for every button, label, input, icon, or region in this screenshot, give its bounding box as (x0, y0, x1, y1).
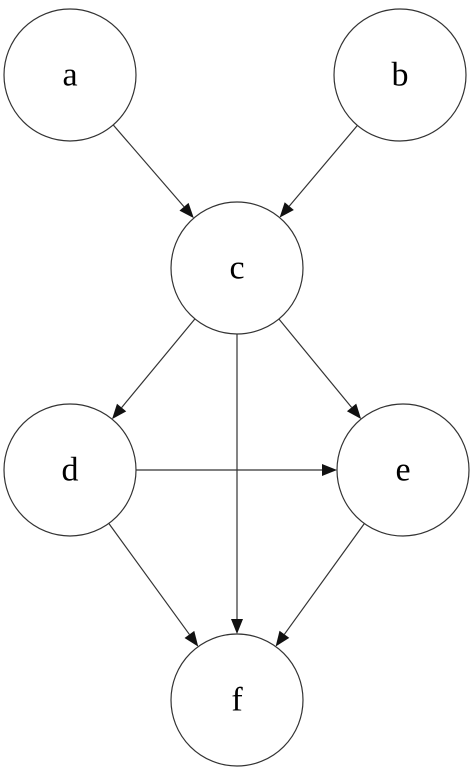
edge-c-e (278, 318, 362, 420)
edge-line (288, 125, 358, 207)
node-circle (336, 403, 470, 537)
arrowhead-icon (231, 619, 243, 634)
edge-line (283, 523, 365, 635)
arrowhead-icon (179, 202, 194, 219)
node-a: a (3, 8, 137, 142)
node-circle (333, 8, 467, 142)
arrowhead-icon (112, 403, 127, 420)
arrowhead-icon (279, 202, 294, 218)
node-label: f (231, 682, 243, 719)
nodes-layer: a b c d e f (3, 8, 470, 767)
edge-c-f (231, 334, 243, 634)
node-label: a (62, 57, 77, 94)
arrowhead-icon (322, 464, 337, 476)
node-circle (3, 403, 137, 537)
edges-layer (108, 124, 365, 647)
edge-a-c (112, 124, 194, 219)
node-circle (170, 201, 304, 335)
edge-b-c (279, 125, 358, 218)
node-d: d (3, 403, 137, 537)
node-c: c (170, 201, 304, 335)
edge-d-f (108, 523, 199, 647)
node-circle (3, 8, 137, 142)
node-label: e (395, 452, 410, 489)
arrowhead-icon (346, 403, 362, 420)
node-label: c (229, 250, 244, 287)
node-label: b (392, 57, 409, 94)
edge-d-e (136, 464, 337, 476)
edge-line (112, 124, 185, 208)
node-circle (170, 633, 304, 767)
arrowhead-icon (275, 630, 290, 647)
edge-line (278, 318, 353, 408)
edge-c-d (112, 318, 196, 420)
node-label: d (62, 452, 79, 489)
node-f: f (170, 633, 304, 767)
arrowhead-icon (184, 630, 199, 647)
edge-line (108, 523, 190, 635)
edge-e-f (275, 523, 365, 647)
node-b: b (333, 8, 467, 142)
node-e: e (336, 403, 470, 537)
edge-line (121, 318, 196, 408)
